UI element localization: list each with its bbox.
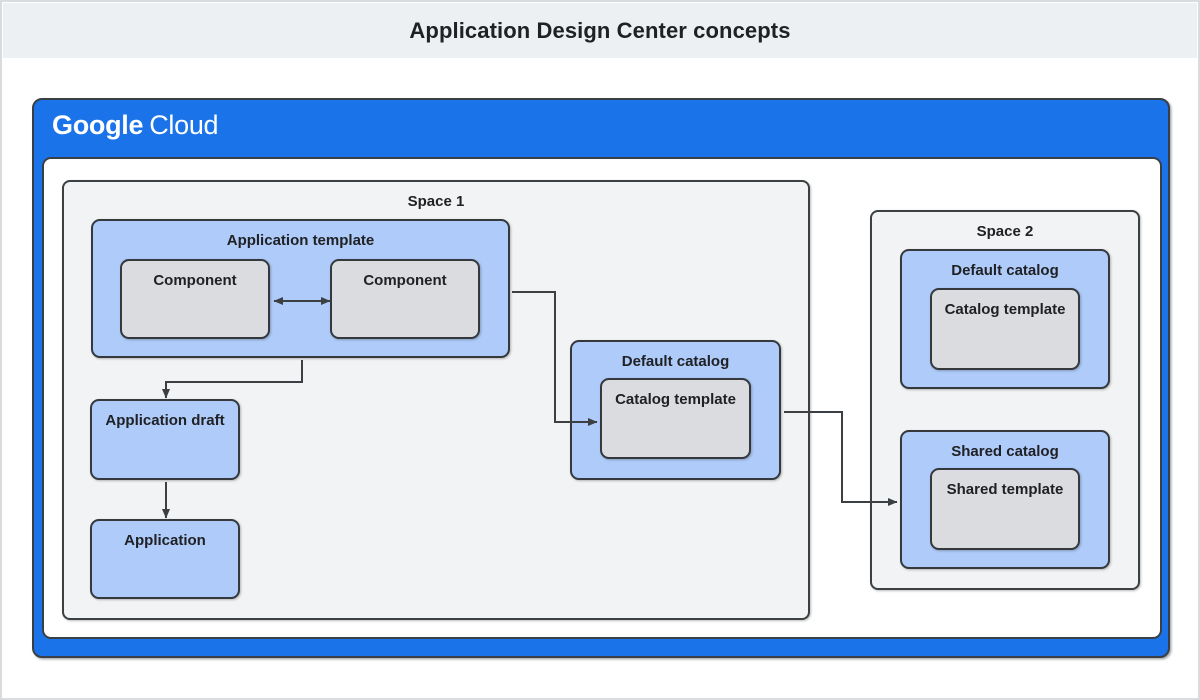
default-catalog-space2-label: Default catalog (951, 262, 1059, 279)
space-1-group: Space 1 Application template Component C… (62, 180, 810, 620)
catalog-template-space2-node: Catalog template (930, 288, 1080, 370)
application-draft-label: Application draft (105, 412, 225, 429)
shared-catalog-node: Shared catalog Shared template (900, 430, 1110, 569)
space-1-label: Space 1 (407, 193, 465, 210)
default-catalog-space1-node: Default catalog Catalog template (570, 340, 781, 480)
default-catalog-space2-node: Default catalog Catalog template (900, 249, 1110, 389)
catalog-template-space1-label: Catalog template (615, 391, 736, 408)
component-left-label: Component (153, 272, 237, 289)
catalog-template-space1-node: Catalog template (600, 378, 751, 459)
project-area: Space 1 Application template Component C… (42, 157, 1162, 639)
component-right-label: Component (363, 272, 447, 289)
default-catalog-space1-label: Default catalog (621, 353, 730, 370)
logo-cloud-text: Cloud (149, 110, 219, 140)
shared-template-label: Shared template (946, 481, 1064, 498)
application-label: Application (124, 532, 206, 549)
title-banner: Application Design Center concepts (3, 3, 1197, 58)
shared-template-node: Shared template (930, 468, 1080, 550)
application-template-node: Application template Component Component (91, 219, 510, 358)
application-template-label: Application template (226, 232, 375, 249)
shared-catalog-label: Shared catalog (951, 443, 1059, 460)
page-title: Application Design Center concepts (409, 17, 791, 43)
component-node-right: Component (330, 259, 480, 339)
application-node: Application (90, 519, 240, 599)
component-node-left: Component (120, 259, 270, 339)
space-2-label: Space 2 (976, 223, 1034, 240)
catalog-template-space2-label: Catalog template (944, 301, 1066, 318)
application-draft-node: Application draft (90, 399, 240, 480)
space-2-group: Space 2 Default catalog Catalog template… (870, 210, 1140, 590)
logo-google-text: Google (52, 110, 144, 140)
